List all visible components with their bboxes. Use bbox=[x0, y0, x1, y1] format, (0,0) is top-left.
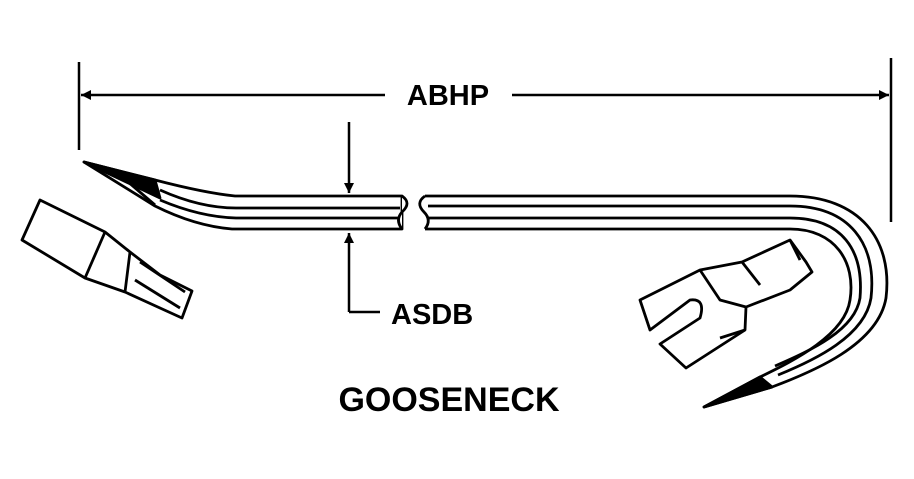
left-chisel-end-view bbox=[20, 198, 194, 320]
right-claw-end-view bbox=[638, 238, 814, 370]
overall-length-label: ABHP bbox=[407, 80, 489, 112]
bar-diameter-dimension bbox=[344, 122, 380, 314]
bar-left-section bbox=[82, 160, 409, 231]
overall-length-dimension bbox=[77, 58, 893, 222]
bar-diameter-label: ASDB bbox=[391, 299, 473, 331]
diagram-caption: GOOSENECK bbox=[338, 381, 559, 419]
bar-gooseneck-section bbox=[418, 194, 889, 409]
